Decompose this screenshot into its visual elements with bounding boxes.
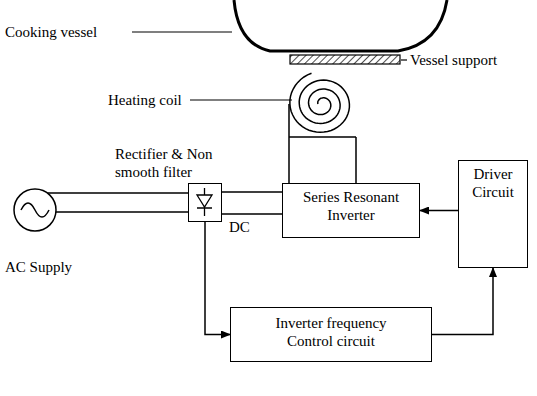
inverter-box: Series Resonant Inverter (282, 183, 420, 238)
connector (205, 222, 230, 335)
ac-source-symbol: AC Supply (13, 188, 57, 232)
cooking-vessel (234, 0, 447, 51)
driver-box: Driver Circuit (458, 160, 528, 268)
node-label: Inverter frequency Control circuit (231, 308, 431, 356)
node-label: Series Resonant Inverter (283, 184, 419, 228)
vessel-support (290, 55, 400, 64)
part-label: Vessel support (410, 51, 497, 69)
connector (420, 210, 458, 212)
leader-line (401, 59, 407, 60)
leader-line (132, 31, 232, 32)
heating-coil-spiral (290, 73, 350, 132)
connector (432, 268, 493, 335)
node-label: Rectifier & Non smooth filter (115, 145, 237, 181)
connector (222, 192, 282, 214)
coil-leads (289, 104, 356, 183)
rectifier-box: Rectifier & Non smooth filter (188, 183, 222, 222)
edge-label: DC (228, 218, 251, 236)
control-box: Inverter frequency Control circuit (230, 307, 432, 362)
node-label: Driver Circuit (459, 161, 527, 205)
connector (47, 193, 188, 212)
part-label: Cooking vessel (5, 23, 97, 41)
part-label: Heating coil (108, 91, 182, 109)
leader-line (190, 99, 292, 100)
node-label: AC Supply (5, 258, 72, 276)
